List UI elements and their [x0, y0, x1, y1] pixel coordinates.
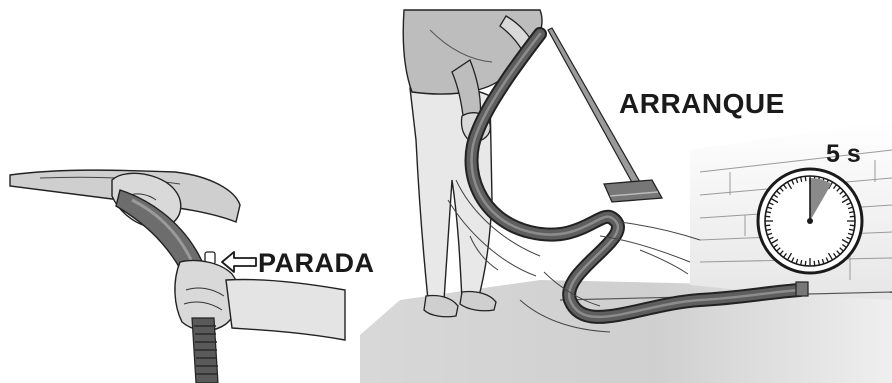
hollow-left-arrow-icon: [222, 252, 256, 272]
timer-tick: [850, 225, 855, 226]
timer-tick: [765, 225, 770, 226]
timer-label: 5 s: [826, 140, 861, 169]
stopwatch-icon: [758, 169, 862, 273]
stop-label: PARADA: [258, 248, 375, 279]
timer-tick: [765, 216, 770, 217]
timer-tick: [850, 216, 855, 217]
timer-tick: [805, 176, 806, 181]
timer-tick: [814, 261, 815, 266]
start-label: ARRANQUE: [619, 88, 785, 120]
timer-tick: [805, 261, 806, 266]
